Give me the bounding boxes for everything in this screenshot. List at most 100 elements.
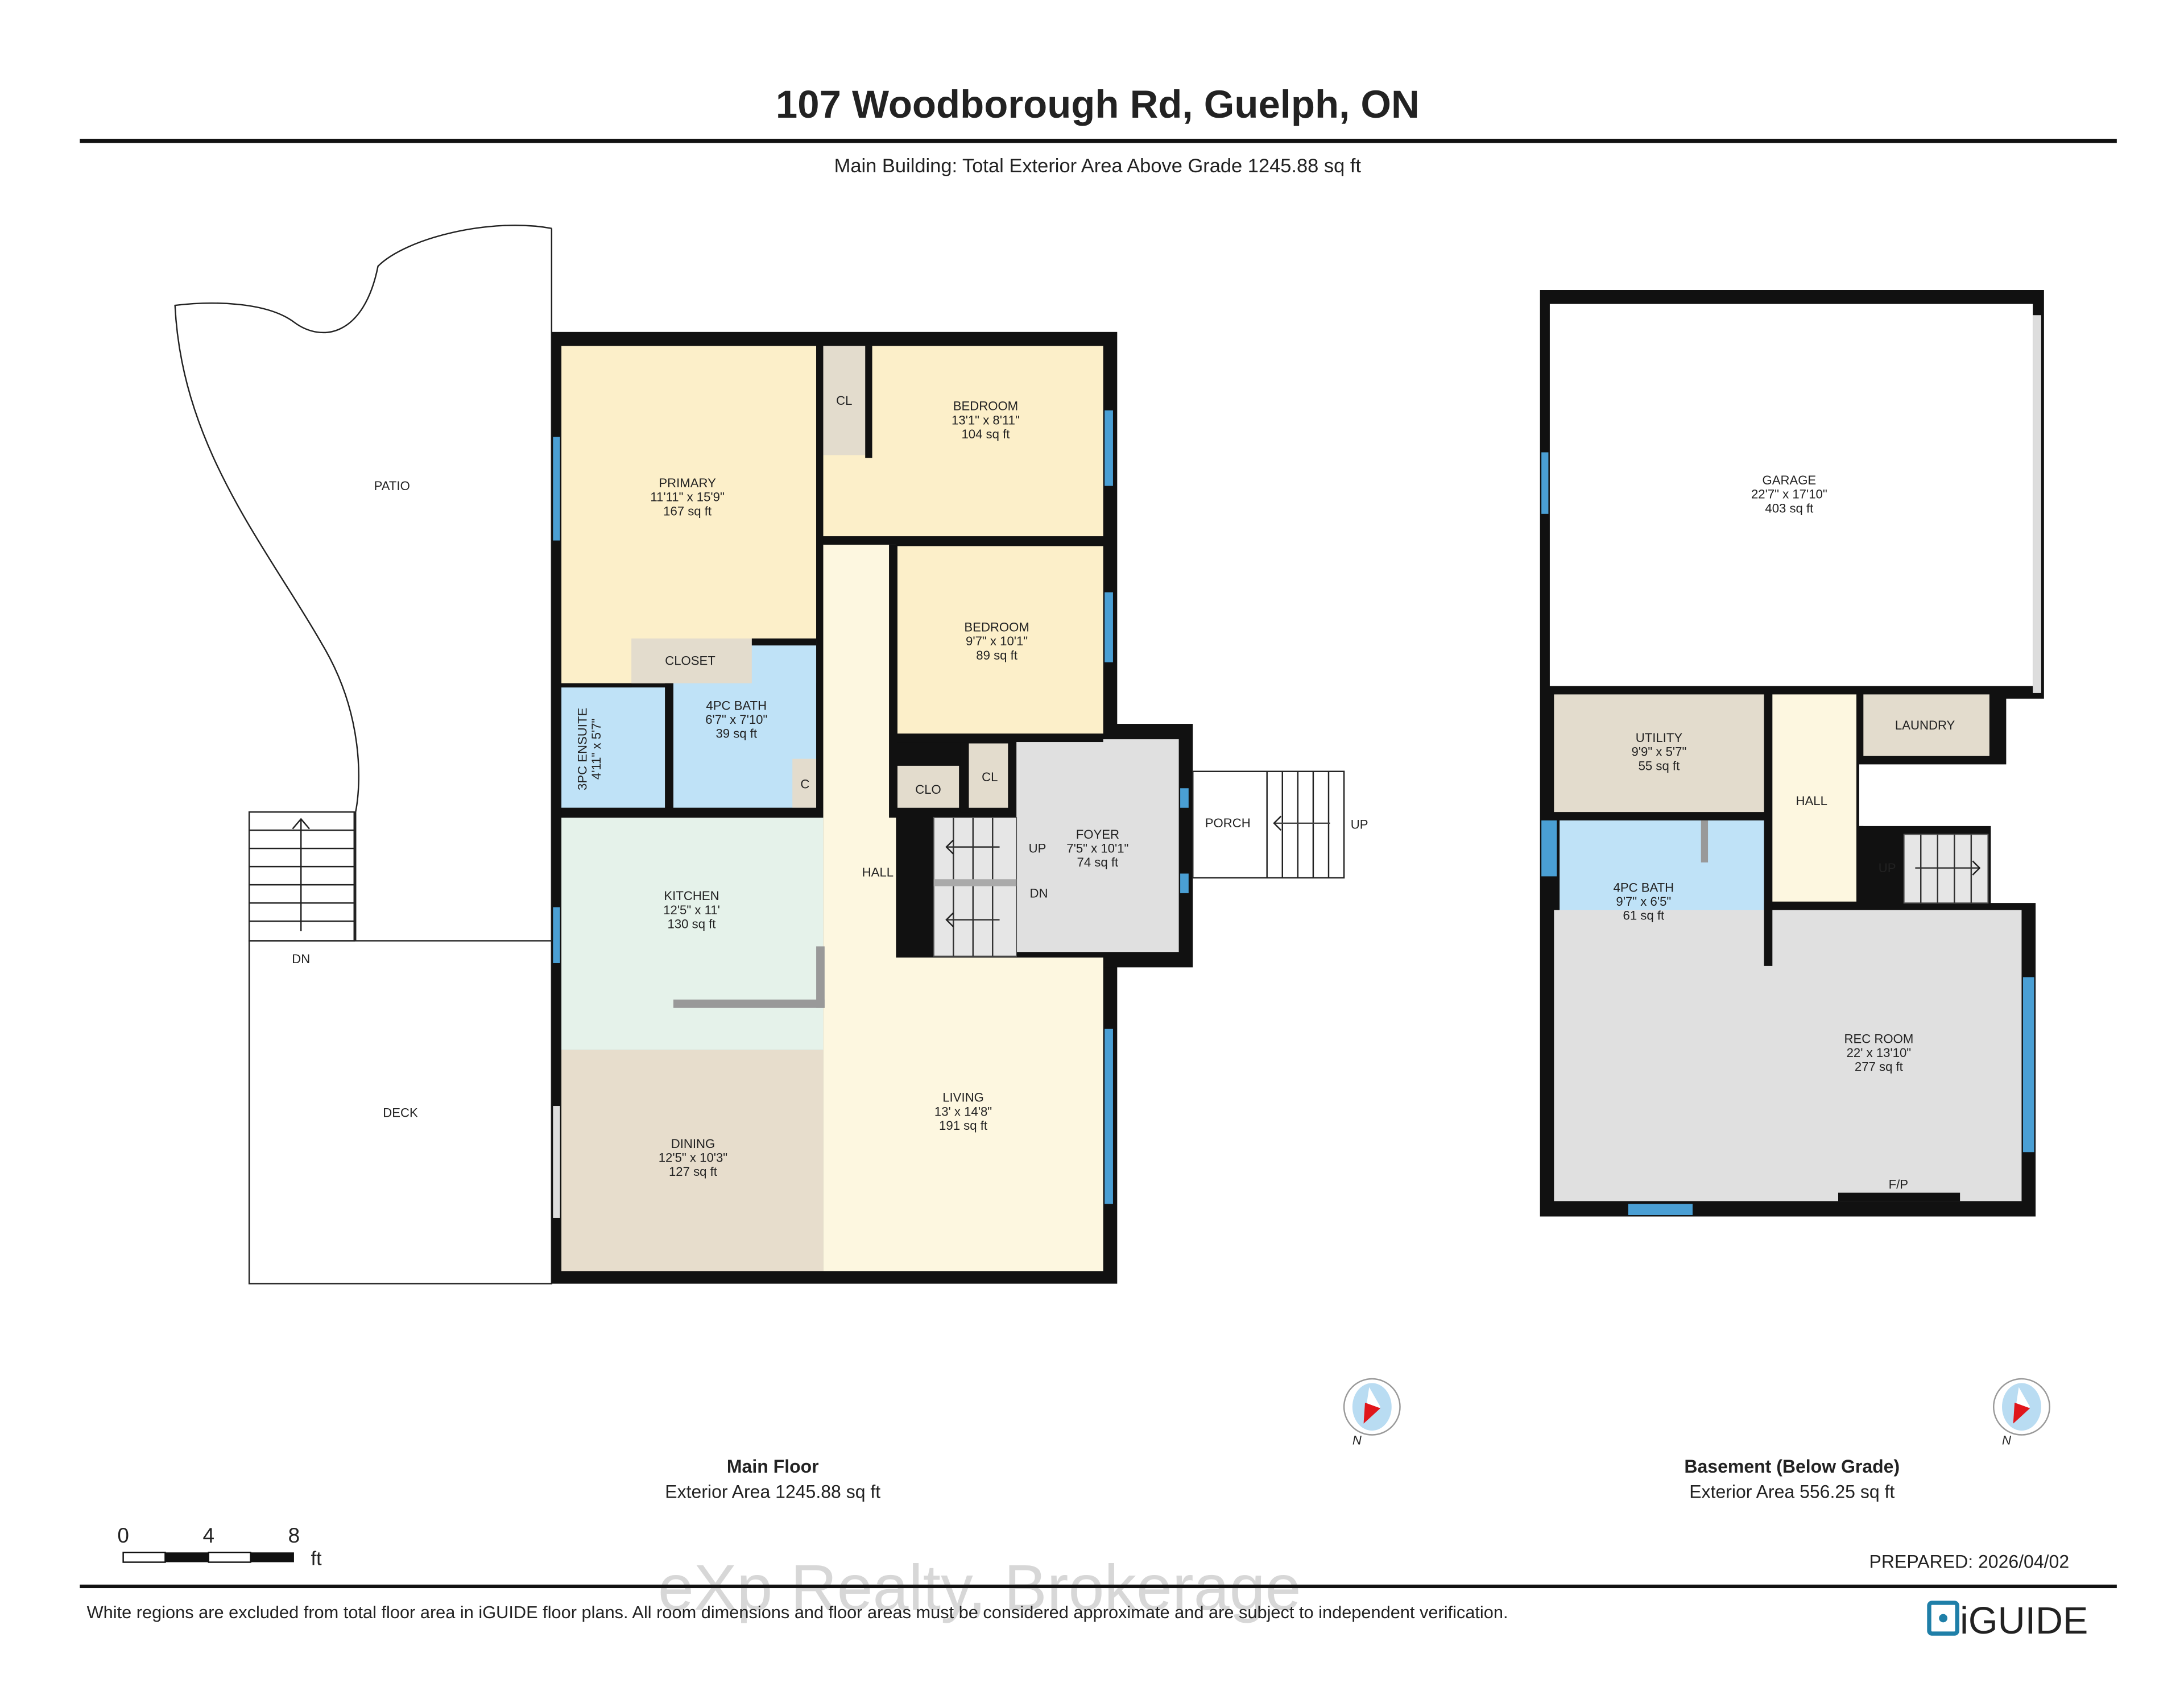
deck-label: DECK bbox=[383, 1106, 418, 1120]
room-foyer bbox=[1016, 739, 1179, 952]
compass-north-label: N bbox=[1352, 1433, 1362, 1448]
basement-area: Exterior Area 556.25 sq ft bbox=[1689, 1481, 1895, 1502]
closet-cl-2-label: CL bbox=[982, 770, 998, 784]
closet-c-label: C bbox=[800, 777, 809, 791]
room-area-primary: 167 sq ft bbox=[663, 504, 712, 518]
closet-cl-1-label: CL bbox=[836, 393, 852, 408]
interior-stairs bbox=[933, 816, 1017, 957]
room-area-bedroom-1: 104 sq ft bbox=[961, 427, 1010, 441]
room-dims-garage: 22'7" x 17'10" bbox=[1751, 487, 1827, 501]
room-dims-rec: 22' x 13'10" bbox=[1847, 1046, 1912, 1060]
svg-text:4: 4 bbox=[203, 1524, 215, 1547]
room-laundry bbox=[1863, 694, 1989, 756]
prepared-date: PREPARED: 2026/04/02 bbox=[1869, 1551, 2070, 1572]
closet-c bbox=[792, 758, 817, 808]
room-dims-kitchen: 12'5" x 11' bbox=[663, 903, 720, 917]
room-label-basement-bath: 4PC BATH bbox=[1614, 880, 1674, 894]
fireplace-label: F/P bbox=[1889, 1177, 1908, 1191]
room-dims-primary: 11'11" x 15'9" bbox=[650, 490, 724, 504]
interior-stairs-up-label: UP bbox=[1029, 842, 1046, 856]
room-bedroom-2 bbox=[897, 546, 1103, 734]
patio-label: PATIO bbox=[374, 479, 410, 493]
room-dims-basement-bath: 9'7" x 6'5" bbox=[1616, 894, 1671, 909]
porch-label: PORCH bbox=[1205, 816, 1251, 830]
room-dims-utility: 9'9" x 5'7" bbox=[1632, 745, 1687, 759]
basement-title: Basement (Below Grade) bbox=[1684, 1456, 1900, 1477]
closet-cl-2 bbox=[969, 743, 1011, 808]
room-label-hall: HALL bbox=[862, 865, 894, 879]
room-label-bedroom-1: BEDROOM bbox=[953, 399, 1018, 413]
porch-stairs bbox=[1266, 771, 1330, 878]
closet-cl-1 bbox=[823, 346, 866, 455]
room-label-living: LIVING bbox=[942, 1091, 984, 1105]
main-floor-plan: PATIO DN DECK bbox=[174, 225, 1368, 1284]
room-dims-bath: 6'7" x 7'10" bbox=[705, 712, 767, 727]
room-dining bbox=[561, 1050, 824, 1271]
footer-divider bbox=[80, 1584, 2117, 1589]
closet-clo bbox=[897, 765, 959, 808]
room-label-garage: GARAGE bbox=[1762, 473, 1816, 487]
porch bbox=[1192, 770, 1345, 879]
room-rec bbox=[1554, 910, 2022, 1201]
room-living bbox=[823, 958, 1103, 1271]
main-floor-title: Main Floor bbox=[727, 1456, 819, 1477]
room-label-foyer: FOYER bbox=[1076, 827, 1119, 842]
basement-plan: UP GARAGE 22'7" x 17'10" 403 sq ft UTILI… bbox=[1540, 289, 2044, 1217]
interior-stairs-dn-label: DN bbox=[1029, 886, 1048, 900]
basement-stairs-up-label: UP bbox=[1879, 861, 1896, 875]
room-label-utility: UTILITY bbox=[1636, 731, 1683, 745]
header-divider bbox=[80, 139, 2117, 143]
room-dims-bedroom-1: 13'1" x 8'11" bbox=[952, 413, 1020, 427]
iguide-logo: iGUIDE bbox=[1927, 1600, 2088, 1642]
room-label-basement-hall: HALL bbox=[1796, 794, 1827, 808]
room-dims-foyer: 7'5" x 10'1" bbox=[1066, 842, 1128, 856]
room-area-dining: 127 sq ft bbox=[669, 1164, 717, 1179]
svg-text:ft: ft bbox=[311, 1548, 322, 1569]
scale-bar: 0 4 8 ft bbox=[117, 1524, 322, 1569]
room-area-rec: 277 sq ft bbox=[1855, 1060, 1903, 1074]
basement-stairs bbox=[1903, 834, 1989, 904]
closet-label: CLOSET bbox=[665, 654, 715, 668]
page-title: 107 Woodborough Rd, Guelph, ON bbox=[776, 82, 1420, 126]
room-dims-dining: 12'5" x 10'3" bbox=[659, 1151, 727, 1165]
room-label-bath: 4PC BATH bbox=[706, 698, 767, 712]
main-floor-area: Exterior Area 1245.88 sq ft bbox=[665, 1481, 880, 1502]
room-label-laundry: LAUNDRY bbox=[1895, 718, 1955, 732]
room-label-ensuite: 3PC ENSUITE bbox=[575, 708, 589, 790]
room-dims-bedroom-2: 9'7" x 10'1" bbox=[966, 634, 1028, 648]
room-area-basement-bath: 61 sq ft bbox=[1623, 909, 1665, 923]
porch-stairs-up-label: UP bbox=[1351, 818, 1368, 832]
closet bbox=[631, 638, 752, 683]
room-area-kitchen: 130 sq ft bbox=[668, 917, 716, 931]
room-garage bbox=[1549, 304, 2033, 686]
compass-north-label: N bbox=[2002, 1433, 2011, 1448]
room-basement-hall bbox=[1772, 694, 1856, 902]
room-area-foyer: 74 sq ft bbox=[1077, 855, 1119, 869]
room-utility bbox=[1554, 694, 1764, 813]
room-label-dining: DINING bbox=[671, 1137, 715, 1151]
room-ensuite bbox=[561, 687, 665, 808]
room-area-utility: 55 sq ft bbox=[1639, 758, 1680, 773]
room-area-bedroom-2: 89 sq ft bbox=[976, 648, 1017, 662]
room-area-garage: 403 sq ft bbox=[1765, 501, 1813, 515]
room-label-primary: PRIMARY bbox=[659, 476, 716, 490]
room-dims-living: 13' x 14'8" bbox=[934, 1104, 992, 1118]
room-area-bath: 39 sq ft bbox=[715, 727, 757, 741]
room-area-living: 191 sq ft bbox=[939, 1118, 987, 1133]
room-label-rec: REC ROOM bbox=[1844, 1031, 1913, 1046]
room-kitchen bbox=[561, 817, 824, 1050]
compass-icon: N bbox=[1993, 1378, 2050, 1448]
closet-clo-label: CLO bbox=[915, 782, 941, 797]
disclaimer: White regions are excluded from total fl… bbox=[87, 1602, 1508, 1622]
patio-outline bbox=[174, 225, 553, 941]
deck-stairs bbox=[248, 811, 355, 942]
compass-icon: N bbox=[1343, 1378, 1401, 1448]
deck-stairs-dn-label: DN bbox=[292, 952, 310, 966]
page-subtitle: Main Building: Total Exterior Area Above… bbox=[834, 155, 1362, 177]
svg-text:8: 8 bbox=[288, 1524, 300, 1547]
svg-text:0: 0 bbox=[117, 1524, 129, 1547]
room-dims-ensuite: 4'11" x 5'7" bbox=[589, 719, 603, 780]
room-label-kitchen: KITCHEN bbox=[664, 889, 719, 903]
svg-text:iGUIDE: iGUIDE bbox=[1960, 1600, 2088, 1642]
